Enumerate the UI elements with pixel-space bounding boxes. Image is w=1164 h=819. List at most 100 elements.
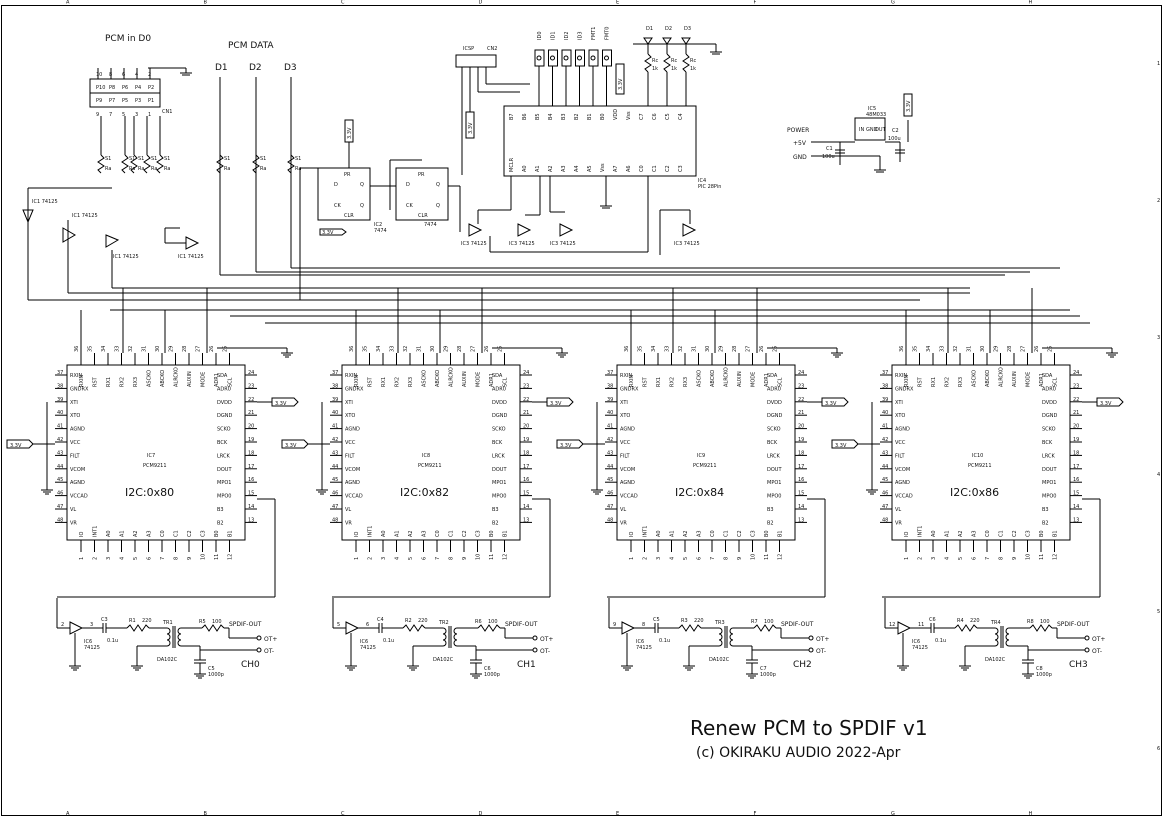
- pcm-pin-name: SCKO: [767, 427, 781, 433]
- pcm-pin-number: 27: [746, 346, 752, 352]
- ground-symbol: [345, 665, 357, 671]
- pcm-pin-name: RX2: [670, 377, 676, 387]
- svg-text:3.3V: 3.3V: [550, 401, 562, 407]
- pcm-pin-name: B0: [214, 530, 220, 537]
- ground-symbol: [1106, 352, 1118, 358]
- pcm-pin-number: 46: [607, 491, 613, 497]
- id-pin-label: ID0: [537, 31, 543, 40]
- pcm-pin-name: A1: [120, 530, 126, 537]
- pcm-pin-name: BCK: [1042, 440, 1053, 446]
- pcm-pin-number: 39: [882, 397, 888, 403]
- pcm-pin-number: 3: [106, 557, 112, 560]
- pcm-pin-name: IO: [629, 532, 635, 537]
- svg-text:D: D: [406, 182, 410, 188]
- pcm-pin-name: DOUT: [767, 467, 782, 473]
- svg-text:IC1 74125: IC1 74125: [72, 213, 98, 219]
- resistor-ref: S1: [260, 156, 266, 162]
- frame-column-label: B: [204, 811, 208, 817]
- buffer-pin: 11: [918, 622, 924, 628]
- pcm-chip-part: PCM9211: [418, 463, 442, 469]
- pcm-pin-name: B1: [228, 530, 234, 537]
- pcm-pin-name: ABCKO: [160, 370, 166, 387]
- pcm-pin-number: 15: [248, 491, 254, 497]
- cn1-pin-number: 3: [135, 112, 138, 118]
- spdif-plus-label: OT+: [1092, 636, 1105, 643]
- pcm-pin-number: 48: [882, 517, 888, 523]
- pcm-pin-name: C0: [985, 530, 991, 537]
- pcm-pin-number: 42: [882, 437, 888, 443]
- pcm-pin-number: 18: [1073, 450, 1079, 456]
- buffer-ic3-d: IC3 74125: [674, 223, 700, 247]
- pcm-pin-number: 5: [958, 557, 964, 560]
- pcm-pin-name: ALRCKO: [174, 367, 180, 387]
- pcm-pin-name: RXIN: [345, 373, 357, 379]
- pcm-pin-name: INT1: [93, 526, 99, 537]
- buffer-ref: IC6: [360, 639, 368, 645]
- pcm-pin-number: 8: [174, 557, 180, 560]
- pcm-pin-number: 6: [422, 557, 428, 560]
- rail-3v3-flag: 3.3V: [271, 397, 299, 407]
- pcm-pin-name: DVDD: [492, 400, 507, 406]
- resistor-ref: S1: [224, 156, 230, 162]
- pcm-pin-number: 31: [417, 346, 423, 352]
- pcm-pin-number: 46: [57, 491, 63, 497]
- pcm-pin-number: 16: [248, 477, 254, 483]
- series-resistor-value: 220: [142, 618, 152, 624]
- pcm-pin-name: SCKO: [1042, 427, 1056, 433]
- pcm-pin-number: 8: [449, 557, 455, 560]
- pcm-pin-name: VCOM: [895, 467, 910, 473]
- pcm-pin-name: DVDD: [767, 400, 782, 406]
- pcm-pin-number: 2: [918, 557, 924, 560]
- rail-3v3-flag: 3.3V: [831, 439, 859, 449]
- pcm-pin-name: XTO: [70, 413, 80, 419]
- pcm-pin-number: 14: [1073, 504, 1079, 510]
- ground-symbol: [180, 68, 192, 76]
- pcm-pin-name: RXIN: [620, 373, 632, 379]
- pcm-pin-name: RX1: [381, 377, 387, 387]
- data-line-d1: D1: [215, 63, 228, 73]
- buffer-ic1-d: IC1 74125: [178, 236, 204, 260]
- pcm-pin-name: AGND: [620, 427, 635, 433]
- resistor-ref: S1: [295, 156, 301, 162]
- pcm-pin-number: 16: [1073, 477, 1079, 483]
- pcm-chip-i2c-address: I2C:0x84: [675, 486, 724, 499]
- pcm-pin-number: 46: [332, 491, 338, 497]
- pcm-pin-number: 20: [248, 424, 254, 430]
- power-plus5v: +5V: [793, 140, 807, 147]
- pcm-pin-name: LRCK: [492, 453, 506, 459]
- pcm-pin-number: 2: [643, 557, 649, 560]
- pcm-pin-number: 11: [489, 554, 495, 560]
- pcm-pin-name: C0: [710, 530, 716, 537]
- buffer-pin: 6: [366, 622, 369, 628]
- pcm-pin-name: VL: [70, 507, 76, 513]
- rail-3v3-flag: 3.3V: [556, 439, 584, 449]
- pcm-pin-number: 36: [74, 346, 80, 352]
- pcm-pin-number: 45: [332, 477, 338, 483]
- id-jumper-pin: FMT0: [602, 27, 612, 106]
- pcm-pin-name: AUXIN: [462, 371, 468, 387]
- ground-symbol: [470, 673, 482, 679]
- cn1-pin-name: P1: [148, 98, 154, 104]
- pcm-pin-name: B1: [503, 530, 509, 537]
- pcm-pin-name: VCC: [345, 440, 356, 446]
- ic4-pin-top: C5: [665, 113, 671, 120]
- spdif-out-label: SPDIF-OUT: [781, 621, 814, 628]
- series-resistor-ref: R1: [129, 618, 136, 624]
- pcm-pin-name: ALRCKO: [999, 367, 1005, 387]
- ic4-pin-bottom: A3: [561, 165, 567, 172]
- pcm-pin-name: C3: [751, 530, 757, 537]
- ic4-pin-bottom: A4: [574, 165, 580, 172]
- pcm-pin-name: AGND: [345, 427, 360, 433]
- svg-text:C1: C1: [826, 146, 833, 152]
- pcm-pin-number: 33: [115, 346, 121, 352]
- pcm-pin-name: C1: [724, 530, 730, 537]
- pcm-pin-number: 17: [523, 464, 529, 470]
- ground-symbol: [746, 673, 758, 679]
- pcm-pin-number: 17: [798, 464, 804, 470]
- pcm-pin-name: RXIN: [904, 375, 910, 387]
- spdif-minus-label: OT-: [1092, 648, 1102, 655]
- pcm-pin-name: RX1: [106, 377, 112, 387]
- pcm-pin-name: ADR0: [217, 386, 231, 392]
